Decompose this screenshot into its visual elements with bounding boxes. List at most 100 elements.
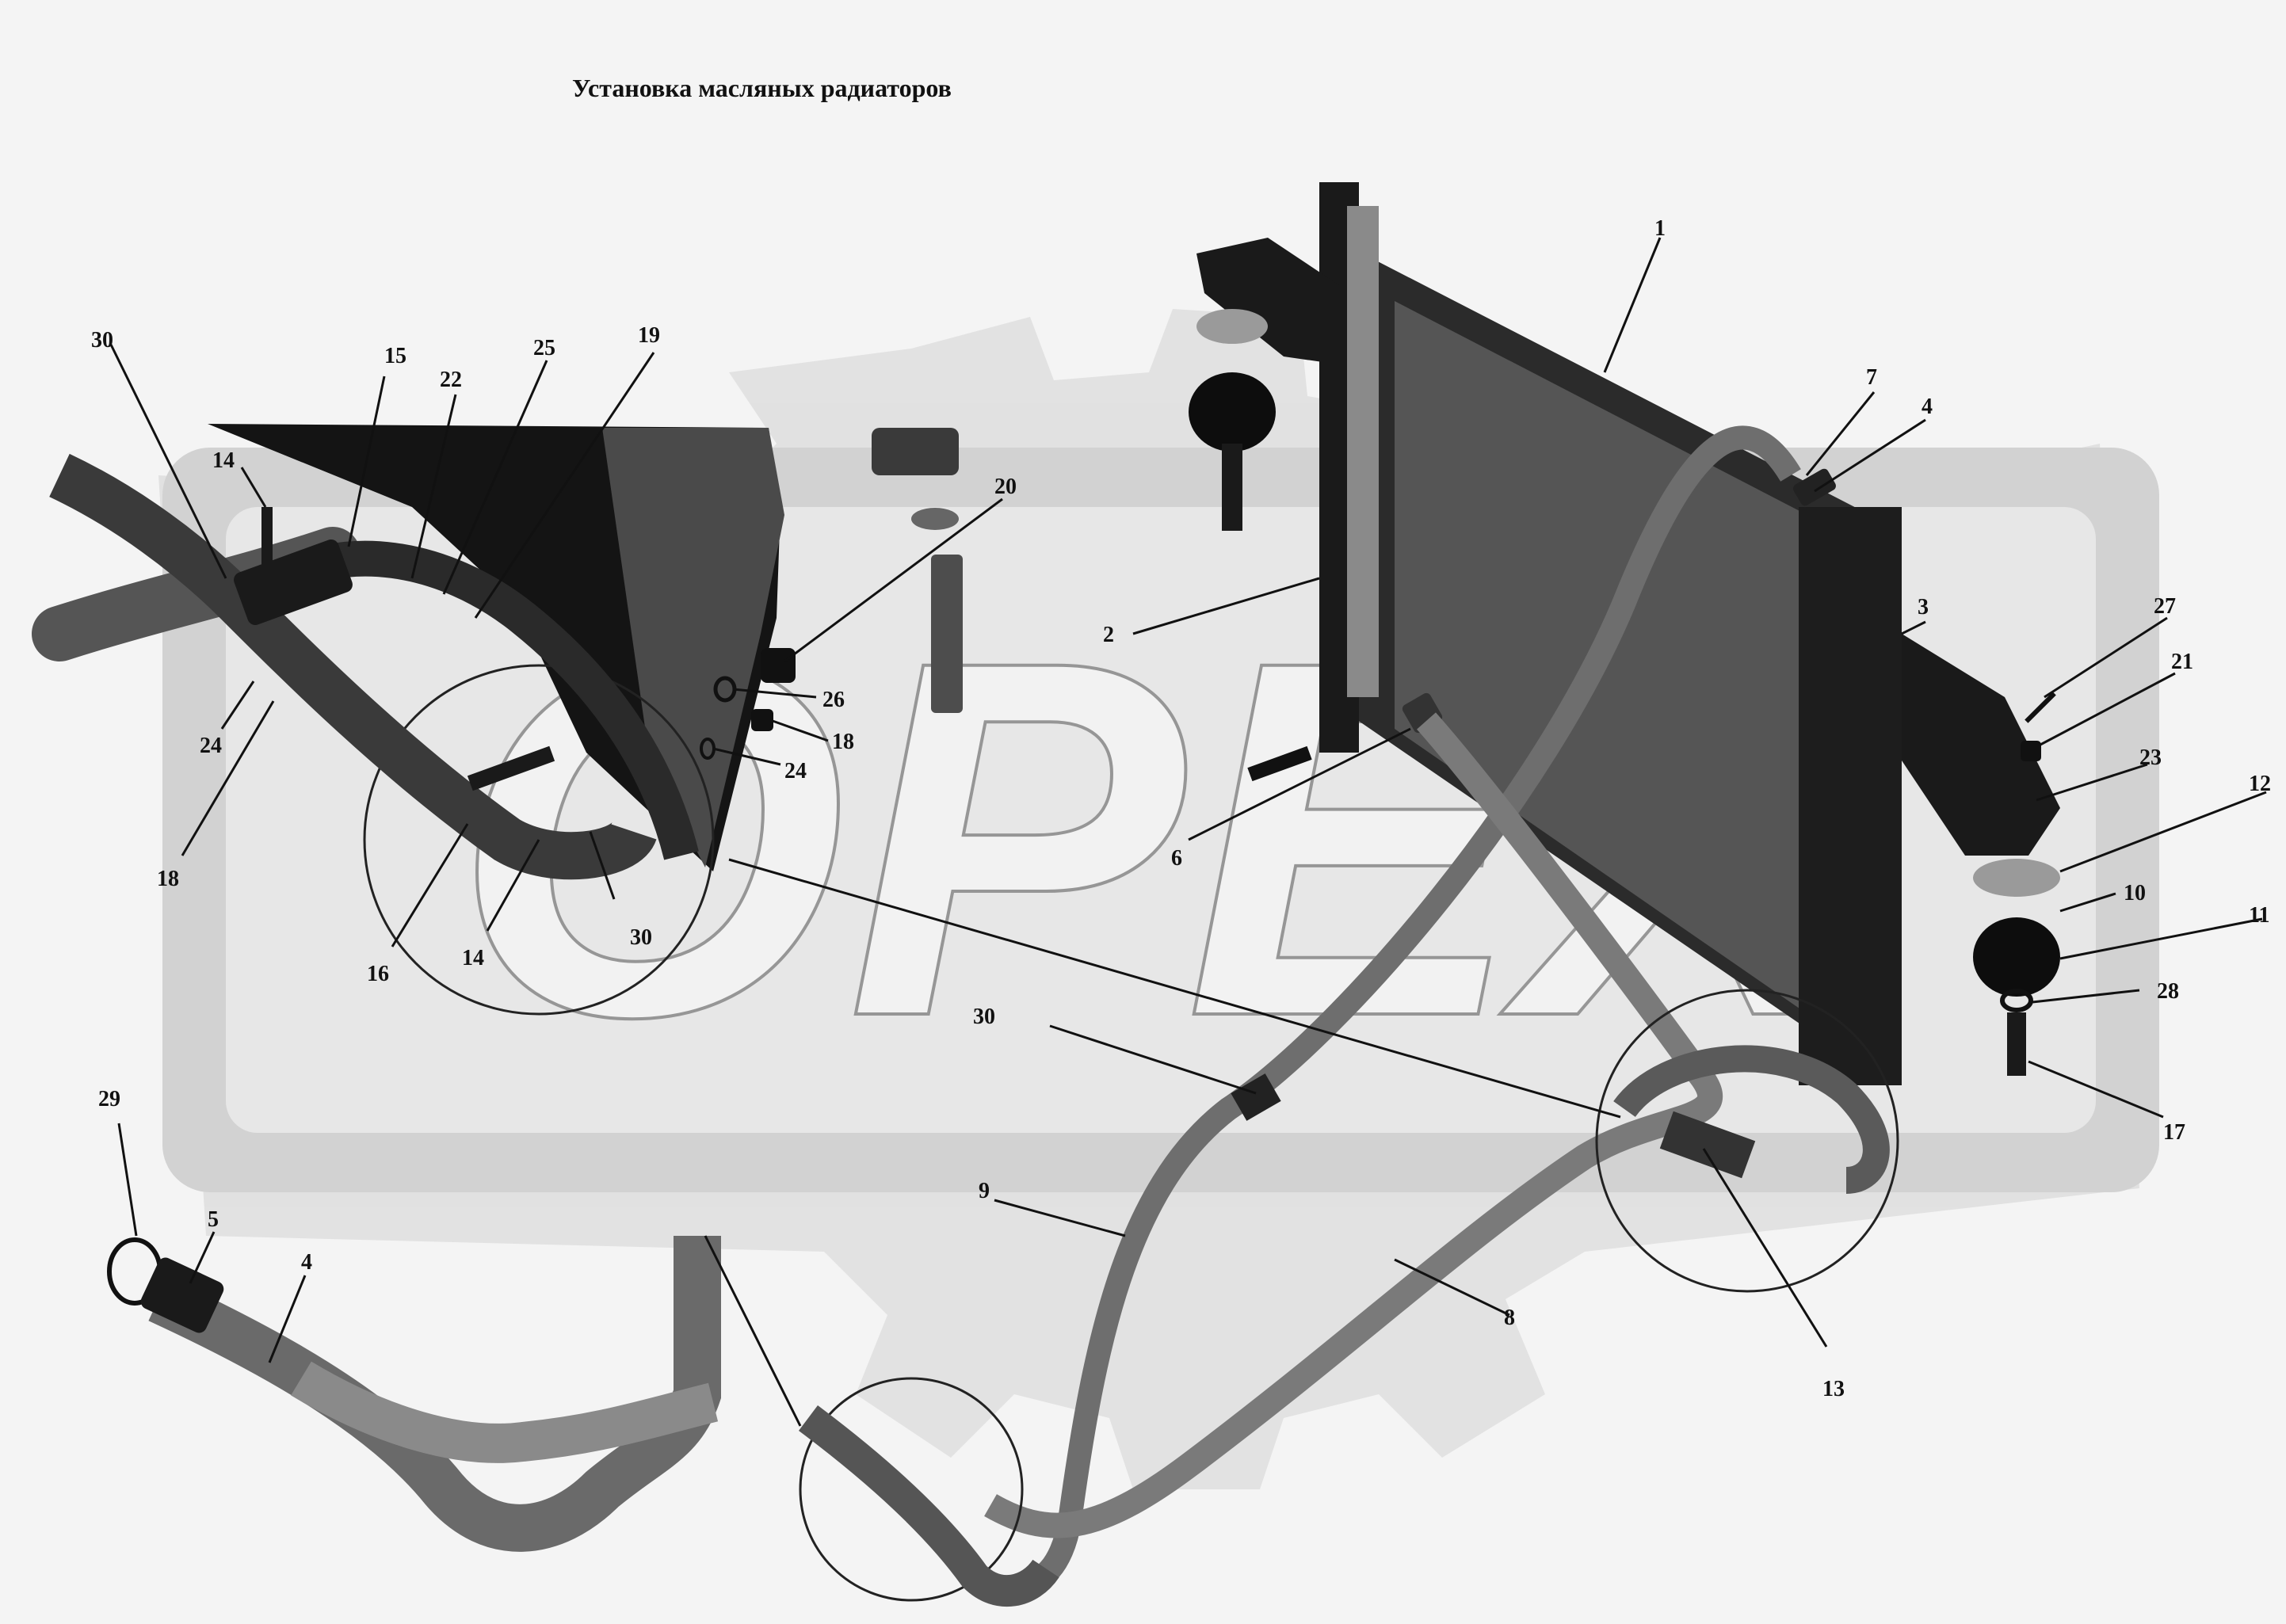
callout-8: 8: [1504, 1306, 1515, 1330]
nut-21: [2021, 741, 2041, 761]
fitting-4-7: [1793, 468, 1836, 506]
leader-14a: [240, 467, 267, 508]
callout-30c: 30: [973, 1005, 995, 1029]
detail-circle-left: [363, 664, 715, 1016]
callout-20: 20: [994, 475, 1017, 499]
leader-30a: [109, 344, 227, 579]
hose-8: [984, 712, 1723, 1538]
leader-25: [442, 360, 548, 595]
cushion-10-11: [1973, 917, 2060, 997]
pipe-bottom-left: [148, 1236, 721, 1552]
hose-9: [1021, 425, 1801, 1591]
pipe-bottom-center: [798, 1405, 1059, 1607]
detail-bracket-assembly: [32, 424, 963, 1016]
callout-24a: 24: [200, 734, 222, 758]
callout-21: 21: [2171, 650, 2193, 674]
callout-18b: 18: [832, 730, 854, 754]
cushion-left-washer: [1196, 309, 1268, 344]
bolt-left-lower: [467, 745, 555, 791]
radiator-core-shade: [1395, 301, 1830, 1030]
leader-30c: [1049, 1024, 1257, 1095]
leader-5: [189, 1231, 216, 1284]
nut-18: [751, 709, 773, 731]
callout-30a: 30: [91, 328, 113, 353]
leader-28: [2032, 989, 2140, 1004]
leader-lines: [109, 237, 2267, 1427]
callout-29: 29: [98, 1087, 120, 1111]
callout-19: 19: [638, 323, 660, 348]
hose-loop-right: [1613, 1045, 1890, 1194]
leader-21: [2040, 672, 2176, 746]
callout-4b: 4: [301, 1250, 312, 1275]
bolt-left-cushion: [1222, 444, 1242, 531]
washer-12: [1973, 859, 2060, 897]
leader-19: [474, 352, 655, 619]
leader-23: [2036, 763, 2148, 802]
callout-13: 13: [1822, 1377, 1845, 1401]
leader-8: [1394, 1258, 1510, 1317]
detail-circle-bottom: [799, 1377, 1024, 1602]
leader-17: [2028, 1060, 2164, 1119]
washer-detail-20: [911, 508, 959, 530]
leader-6: [1188, 727, 1411, 841]
callout-11: 11: [2249, 903, 2269, 928]
callout-labels: 1 2 3 4 4 5 6 7 8 9 10 11 12 13 14 14 15…: [91, 216, 2271, 1401]
callout-23: 23: [2139, 745, 2162, 770]
callout-28: 28: [2157, 979, 2179, 1004]
fitting-5: [140, 1257, 224, 1333]
callout-16: 16: [367, 962, 389, 986]
leader-29: [117, 1123, 138, 1237]
washer-28: [2000, 989, 2033, 1012]
pipe-bottom-left-2: [291, 1361, 719, 1463]
leader-3: [1901, 620, 1926, 635]
callout-12: 12: [2249, 772, 2271, 796]
leader-27: [2044, 616, 2168, 699]
leader-12: [2059, 791, 2267, 873]
mount-bracket-left: [1196, 238, 1339, 364]
callout-26: 26: [822, 688, 845, 712]
leader-14b: [486, 839, 540, 932]
callout-10: 10: [2124, 881, 2146, 905]
callout-5: 5: [208, 1207, 219, 1232]
callout-30b: 30: [630, 925, 652, 950]
leader-2: [1132, 577, 1320, 635]
callout-24b: 24: [784, 759, 807, 783]
callout-22: 22: [440, 368, 462, 392]
callout-4a: 4: [1922, 395, 1933, 419]
leader-11: [2059, 917, 2263, 960]
leader-30b: [589, 831, 616, 900]
leader-24a: [220, 680, 255, 730]
bolt-17: [2007, 1012, 2026, 1076]
bracket-detail-20-bolt: [931, 555, 963, 713]
leader-22: [410, 394, 457, 579]
bracket-gradient-side: [602, 428, 784, 867]
tube-left-loop: [259, 540, 699, 860]
bolt-14-upper: [261, 507, 273, 570]
callout-25: 25: [533, 336, 555, 360]
leader-15: [347, 376, 386, 547]
callout-18a: 18: [157, 867, 179, 891]
bolt-radiator-lower: [1247, 745, 1312, 782]
detail-circle-right: [1595, 989, 1899, 1293]
oil-hoses: [107, 425, 1899, 1607]
leader-16: [391, 823, 469, 947]
leader-4a: [1814, 418, 1926, 493]
clamp-30-hose: [1231, 1073, 1281, 1121]
nut-20: [761, 648, 796, 683]
mount-bracket-right: [1902, 634, 2060, 856]
leader-9: [994, 1199, 1126, 1237]
tube-left-diagonal: [49, 453, 657, 880]
callout-27: 27: [2154, 594, 2176, 619]
radiator-assembly: [1189, 182, 2060, 1085]
leader-7: [1805, 391, 1876, 476]
leader-18a: [181, 700, 275, 856]
leader-detail-bottom: [704, 1235, 802, 1427]
callout-15: 15: [384, 344, 406, 368]
leader-1: [1603, 237, 1662, 373]
leader-13: [1702, 1148, 1828, 1348]
cushion-left: [1189, 372, 1276, 452]
callout-17: 17: [2163, 1120, 2185, 1145]
callout-14a: 14: [212, 448, 235, 473]
callout-7: 7: [1866, 365, 1877, 390]
